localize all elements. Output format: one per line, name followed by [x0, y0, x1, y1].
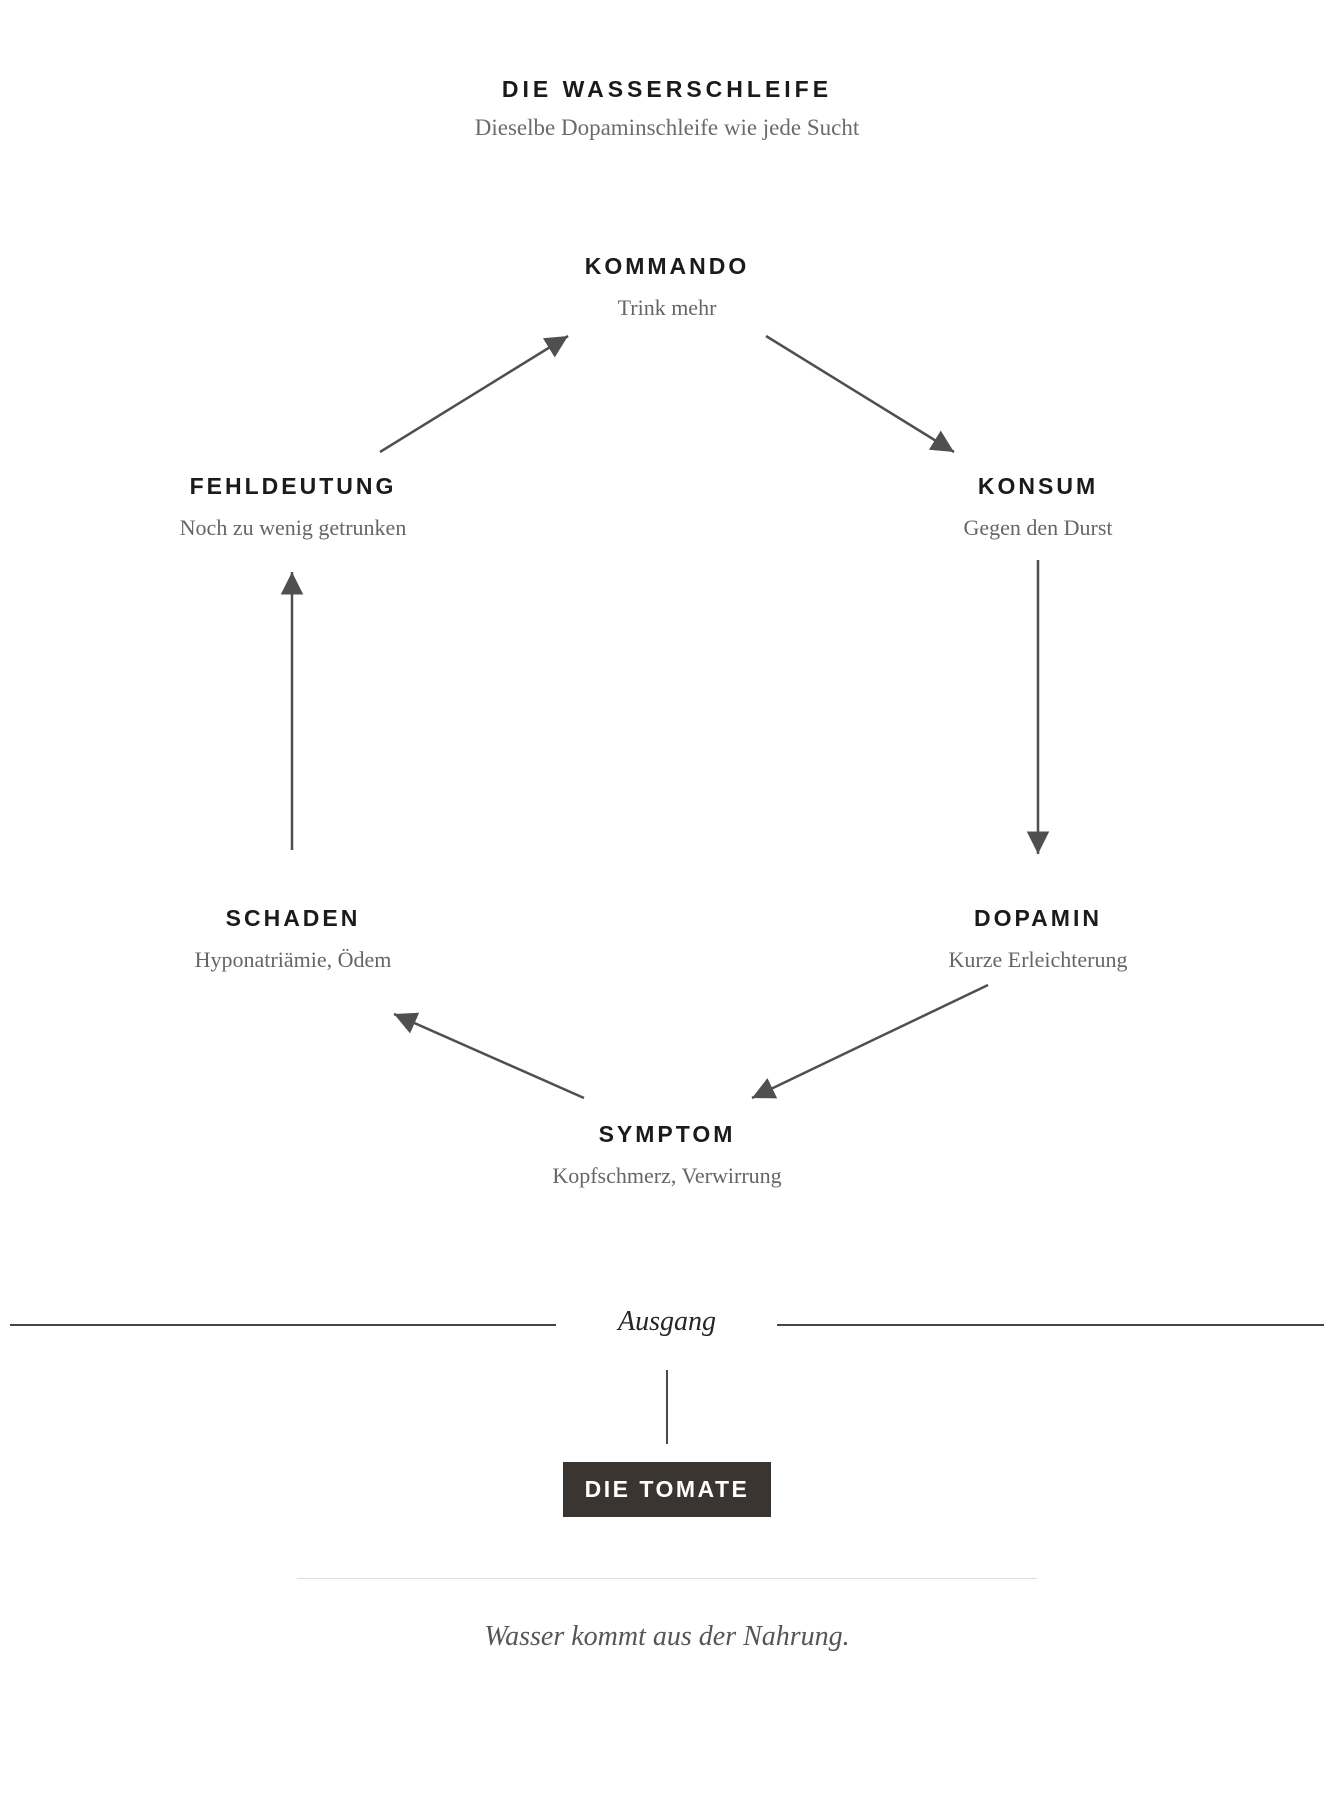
node-fehldeutung: FEHLDEUTUNG Noch zu wenig getrunken — [180, 473, 407, 543]
node-kommando-sublabel: Trink mehr — [617, 295, 717, 320]
node-fehldeutung-label: FEHLDEUTUNG — [189, 473, 397, 499]
node-konsum-label: KONSUM — [977, 473, 1099, 499]
footer-caption: Wasser kommt aus der Nahrung. — [484, 1621, 850, 1652]
node-schaden: SCHADEN Hyponatriämie, Ödem — [195, 905, 392, 975]
page-title: DIE WASSERSCHLEIFE — [501, 76, 833, 102]
node-symptom: SYMPTOM Kopfschmerz, Verwirrung — [552, 1121, 781, 1191]
exit-rule-left — [10, 1324, 556, 1326]
arrow-fehldeutung-to-kommando — [379, 334, 569, 454]
arrow-kommando-to-konsum — [765, 334, 955, 454]
node-schaden-sublabel: Hyponatriämie, Ödem — [194, 947, 392, 972]
arrow-dopamin-to-symptom — [751, 983, 989, 1100]
node-kommando-label: KOMMANDO — [584, 253, 750, 279]
node-symptom-sublabel: Kopfschmerz, Verwirrung — [552, 1163, 782, 1188]
exit-label: Ausgang — [618, 1306, 716, 1337]
node-schaden-label: SCHADEN — [225, 905, 361, 931]
footer-divider — [297, 1578, 1037, 1579]
arrow-symptom-to-schaden — [393, 1012, 585, 1100]
node-konsum-sublabel: Gegen den Durst — [963, 515, 1113, 540]
node-konsum: KONSUM Gegen den Durst — [963, 473, 1112, 543]
exit-target-label: DIE TOMATE — [584, 1476, 750, 1502]
node-fehldeutung-sublabel: Noch zu wenig getrunken — [179, 515, 407, 540]
node-dopamin: DOPAMIN Kurze Erleichterung — [949, 905, 1128, 975]
node-kommando: KOMMANDO Trink mehr — [585, 253, 750, 323]
page-subtitle: Dieselbe Dopaminschleife wie jede Sucht — [474, 115, 860, 140]
exit-rule-right — [777, 1324, 1324, 1326]
node-symptom-label: SYMPTOM — [598, 1121, 736, 1147]
node-dopamin-sublabel: Kurze Erleichterung — [948, 947, 1128, 972]
node-dopamin-label: DOPAMIN — [974, 905, 1102, 931]
exit-target-box: DIE TOMATE — [563, 1462, 771, 1517]
exit-connector-line — [666, 1370, 668, 1444]
